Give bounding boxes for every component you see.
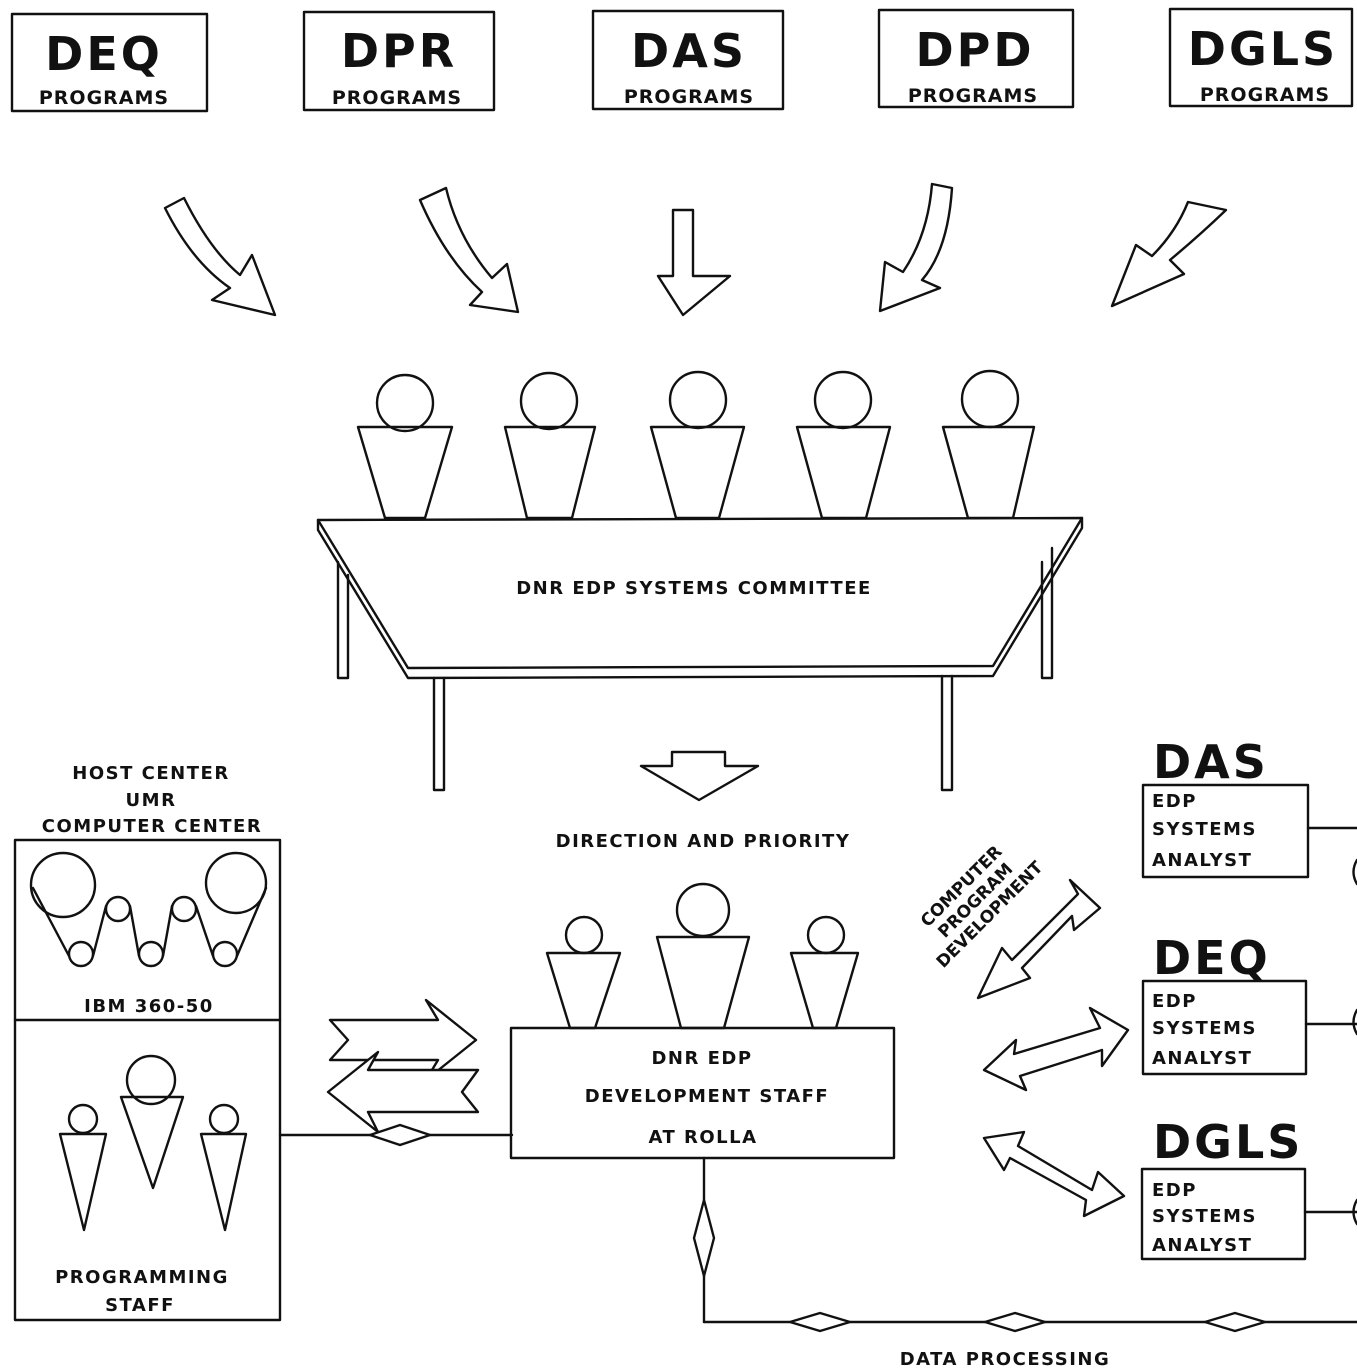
inflow-arrow-dpr — [418, 186, 520, 314]
dev-staff-line: AT ROLLA — [648, 1127, 757, 1148]
host-connection-line — [278, 1123, 514, 1147]
program-dev-arrow — [976, 878, 1102, 1000]
division-box-das: DAS PROGRAMS — [591, 9, 785, 111]
analyst-arrow-dgls — [982, 1130, 1126, 1218]
dev-staff-box: DNR EDP DEVELOPMENT STAFF AT ROLLA — [509, 1026, 896, 1160]
dev-staff-people — [545, 882, 860, 1030]
analyst-dgls: DGLS EDP SYSTEMS ANALYST — [1140, 1115, 1357, 1261]
analyst-line: SYSTEMS — [1152, 1018, 1257, 1039]
analyst-line: SYSTEMS — [1152, 819, 1257, 840]
analyst-division: DEQ — [1153, 931, 1271, 985]
division-box-deq: DEQ PROGRAMS — [10, 12, 209, 113]
data-processing-line — [692, 1156, 1357, 1333]
host-title: HOST CENTER — [72, 763, 229, 784]
exchange-arrow-right — [328, 998, 478, 1082]
analyst-das: DAS EDP SYSTEMS ANALYST — [1141, 735, 1357, 879]
division-name: DEQ — [45, 27, 163, 81]
dev-staff-line: DNR EDP — [651, 1048, 752, 1069]
staff-label: STAFF — [105, 1295, 175, 1316]
tape-drive-icon — [29, 851, 268, 968]
inflow-arrow-dpd — [878, 182, 954, 313]
committee-label: DNR EDP SYSTEMS COMMITTEE — [516, 578, 872, 599]
inflow-arrow-das — [656, 208, 732, 317]
direction-label: DIRECTION AND PRIORITY — [556, 831, 851, 852]
analyst-deq: DEQ EDP SYSTEMS ANALYST — [1141, 931, 1357, 1076]
analyst-line: EDP — [1152, 1180, 1197, 1201]
analyst-line: EDP — [1152, 991, 1197, 1012]
analyst-line: ANALYST — [1152, 1048, 1252, 1069]
direction-arrow — [639, 750, 760, 802]
analyst-line: ANALYST — [1152, 850, 1252, 871]
committee-member — [941, 369, 1036, 520]
committee-member — [503, 371, 597, 520]
analyst-division: DGLS — [1153, 1115, 1303, 1169]
division-name: DGLS — [1188, 22, 1338, 76]
committee-table: DNR EDP SYSTEMS COMMITTEE — [316, 516, 1084, 792]
computer-label: IBM 360-50 — [84, 996, 214, 1017]
division-name: DPR — [341, 24, 457, 78]
dev-staff-line: DEVELOPMENT STAFF — [585, 1086, 829, 1107]
division-sub: PROGRAMS — [624, 86, 754, 108]
committee-member — [795, 370, 892, 520]
division-sub: PROGRAMS — [39, 87, 169, 109]
inflow-arrow-dgls — [1110, 200, 1228, 308]
division-sub: PROGRAMS — [332, 87, 462, 109]
exchange-arrow-left — [326, 1050, 480, 1134]
division-name: DPD — [915, 23, 1034, 77]
analyst-line: EDP — [1152, 791, 1197, 812]
analyst-line: ANALYST — [1152, 1235, 1252, 1256]
programming-staff-icon — [58, 1054, 248, 1232]
host-center-box — [13, 838, 282, 1322]
division-sub: PROGRAMS — [908, 85, 1038, 107]
inflow-arrow-deq — [163, 196, 277, 317]
division-box-dgls: DGLS PROGRAMS — [1168, 7, 1354, 108]
staff-label: PROGRAMMING — [55, 1267, 229, 1288]
analyst-arrow-deq — [982, 1006, 1130, 1092]
division-sub: PROGRAMS — [1200, 84, 1330, 106]
host-title: COMPUTER CENTER — [42, 816, 262, 837]
host-title: UMR — [126, 790, 177, 811]
committee-member — [356, 373, 454, 520]
committee-member — [649, 370, 746, 520]
data-processing-label: DATA PROCESSING — [900, 1349, 1111, 1369]
edge-fragment — [1352, 858, 1357, 1226]
division-name: DAS — [631, 24, 747, 78]
division-box-dpd: DPD PROGRAMS — [877, 8, 1075, 109]
division-box-dpr: DPR PROGRAMS — [302, 10, 496, 112]
analyst-division: DAS — [1153, 735, 1269, 789]
analyst-line: SYSTEMS — [1152, 1206, 1257, 1227]
